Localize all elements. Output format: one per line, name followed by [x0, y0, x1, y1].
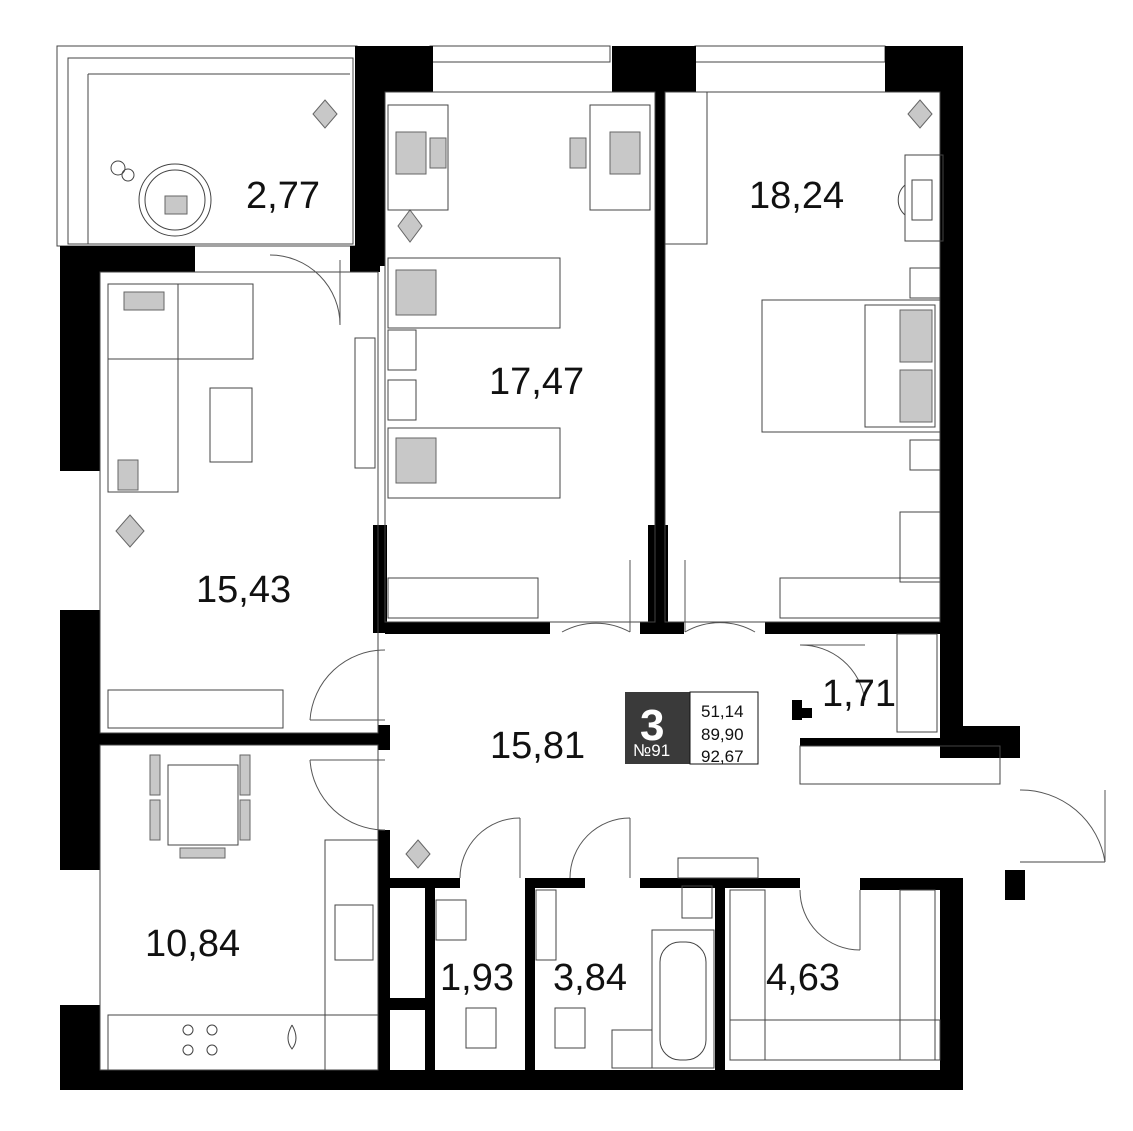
room-area-hallway: 15,81 [490, 725, 585, 767]
apartment-number: №91 [633, 741, 670, 760]
kitchen-furniture [107, 754, 379, 1071]
balcony-chair [110, 160, 212, 237]
bedroom-furniture [664, 91, 944, 619]
room-area-wardrobe: 4,63 [766, 957, 840, 999]
room-area-kitchen: 10,84 [145, 923, 240, 965]
doors [269, 254, 1106, 951]
plant-icon [115, 99, 933, 869]
area-total: 89,90 [701, 725, 744, 744]
rooms-count: 3 [640, 701, 664, 750]
room-area-balcony: 2,77 [246, 175, 320, 217]
room-area-bathroom: 3,84 [553, 957, 627, 999]
area-living: 51,14 [701, 702, 744, 721]
room-area-storage-small: 1,71 [822, 673, 896, 715]
kids-room-furniture [387, 104, 651, 619]
room-area-wc: 1,93 [440, 957, 514, 999]
room-area-living-room: 15,43 [196, 569, 291, 611]
room-area-kids-room: 17,47 [489, 361, 584, 403]
living-room-furniture [107, 283, 376, 729]
bathroom-fixtures [435, 857, 759, 1069]
wardrobe-fixtures [729, 633, 1001, 1061]
walls [60, 46, 1025, 1090]
area-total-with-balcony: 92,67 [701, 747, 744, 766]
apartment-info-badge: 3 №91 51,14 89,90 92,67 [625, 691, 759, 766]
room-area-bedroom: 18,24 [749, 175, 844, 217]
